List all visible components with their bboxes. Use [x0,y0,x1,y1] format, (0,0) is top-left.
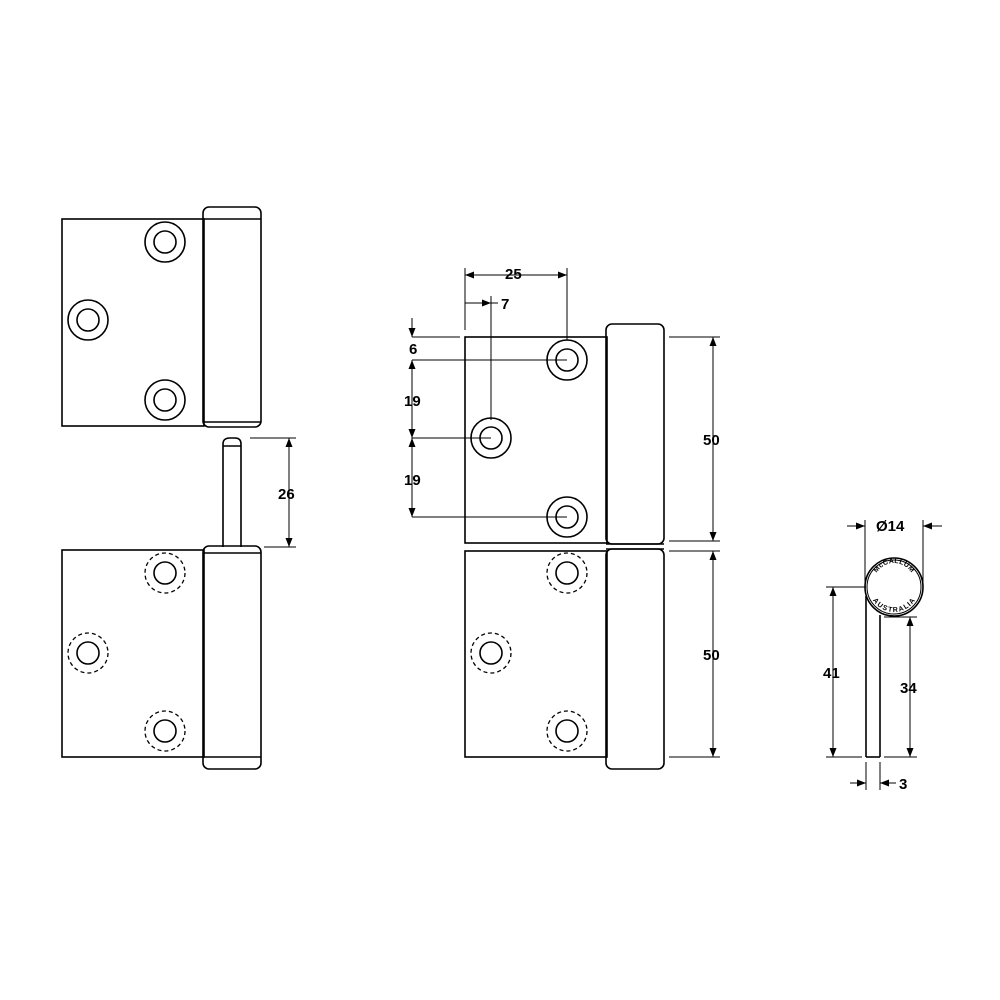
hole-vertical-dimensions: 6 19 19 [404,318,567,518]
leaf-thickness-dimension: 3 [850,762,907,793]
hole-spacing-horizontal-label: 25 [505,266,522,283]
knuckle-diameter-dimension: Ø14 [847,518,942,585]
top-leaf [61,206,262,428]
exploded-view: 26 [61,206,296,770]
assembled-view: 25 7 6 19 19 [404,266,720,770]
countersunk-hole [67,632,109,674]
side-leaf-length-label: 34 [900,680,917,697]
top-leaf [464,323,665,545]
pin-length-dimension: 26 [250,437,296,548]
countersunk-hole [144,710,186,752]
countersunk-hole [144,552,186,594]
screw-hole [67,299,109,341]
leaf-thickness-label: 3 [899,776,907,793]
hole-spacing-vertical-bottom-label: 19 [404,472,421,489]
pin-length-label: 26 [278,486,295,503]
hole-offset-edge-dimension: 7 [465,296,509,420]
hinge-pin [222,437,242,547]
countersunk-hole [546,552,588,594]
side-leaf-length-dimension: 34 [884,616,917,758]
knuckle-end: McCALLUM AUSTRALIA [864,557,924,617]
side-leaf [865,596,881,758]
side-leaf-height-label: 41 [823,665,840,682]
screw-hole [144,379,186,421]
leaf-height-top-label: 50 [703,432,720,449]
screw-hole [144,221,186,263]
end-view: McCALLUM AUSTRALIA Ø14 [823,518,942,793]
hole-offset-top-label: 6 [409,341,417,358]
countersunk-hole [470,632,512,674]
knuckle-diameter-label: Ø14 [876,518,905,535]
hole-offset-edge-label: 7 [501,296,509,313]
countersunk-hole [546,710,588,752]
hole-spacing-vertical-top-label: 19 [404,393,421,410]
bottom-leaf [61,545,262,770]
leaf-height-dimensions: 50 50 [669,336,720,758]
hole-spacing-horizontal-dimension: 25 [464,266,568,340]
side-leaf-height-dimension: 41 [823,586,866,758]
leaf-height-bottom-label: 50 [703,647,720,664]
bottom-leaf [464,548,665,770]
